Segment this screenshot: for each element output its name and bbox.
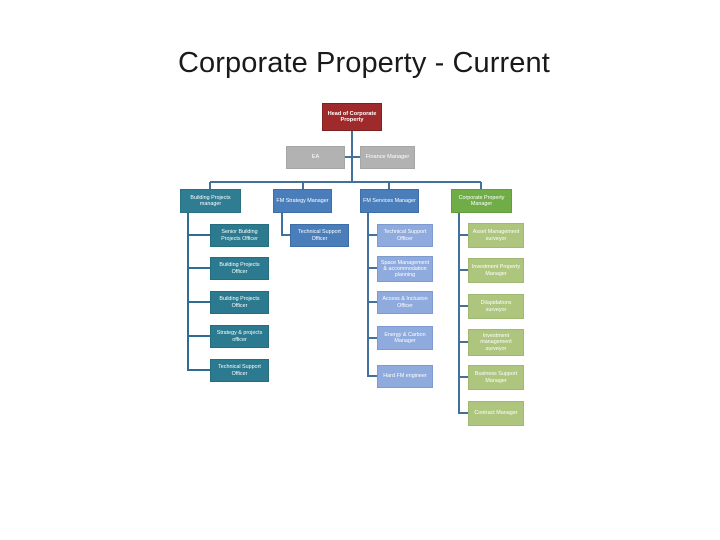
node-ea[interactable]: EA: [286, 146, 345, 169]
node-label: Technical Support Officer: [298, 229, 341, 242]
node-technical-support-officer-fms[interactable]: Technical Support Officer: [290, 224, 349, 247]
node-technical-support-officer-fmsv[interactable]: Technical Support Officer: [377, 224, 433, 247]
node-building-projects-officer-1[interactable]: Building Projects Officer: [210, 257, 269, 280]
node-label: Dilapidations surveyor: [480, 300, 512, 313]
node-contract-manager[interactable]: Contract Manager: [468, 401, 524, 426]
node-hard-fm-engineer[interactable]: Hard FM engineer: [377, 365, 433, 388]
node-label: Building Projects Officer: [219, 262, 260, 275]
node-label: Technical Support Officer: [383, 229, 427, 242]
node-asset-management-surveyor[interactable]: Asset Management surveyor: [468, 223, 524, 248]
node-label: FM Services Manager: [363, 197, 416, 204]
node-label: Business Support Manager: [474, 371, 518, 384]
node-label: Hard FM engineer: [383, 373, 427, 380]
node-label: Head of Corporate Property: [327, 110, 377, 123]
node-fm-services-manager[interactable]: FM Services Manager: [360, 189, 419, 213]
node-label: Technical Support Officer: [218, 364, 261, 377]
node-space-management-accommodation-planning[interactable]: Space Management & accommodation plannin…: [377, 256, 433, 282]
node-finance-manager[interactable]: Finance Manager: [360, 146, 415, 169]
node-energy-and-carbon-manager[interactable]: Energy & Carbon Manager: [377, 326, 433, 350]
node-label: Space Management & accommodation plannin…: [380, 259, 430, 279]
node-label: Senior Building Projects Officer: [221, 229, 258, 242]
node-building-projects-officer-2[interactable]: Building Projects Officer: [210, 291, 269, 314]
node-access-and-inclusion-officer[interactable]: Access & Inclusion Officer: [377, 291, 433, 314]
node-technical-support-officer-bp[interactable]: Technical Support Officer: [210, 359, 269, 382]
node-label: Investment management surveyor: [480, 333, 512, 352]
node-corporate-property-manager[interactable]: Corporate Property Manager: [451, 189, 512, 213]
node-investment-property-manager[interactable]: Investment Property Manager: [468, 258, 524, 283]
node-label: Energy & Carbon Manager: [384, 331, 426, 344]
node-label: Access & Inclusion Officer: [382, 296, 428, 309]
node-label: Building Projects manager: [190, 194, 231, 207]
node-senior-building-projects-officer[interactable]: Senior Building Projects Officer: [210, 224, 269, 247]
node-label: Asset Management surveyor: [472, 229, 520, 242]
node-building-projects-manager[interactable]: Building Projects manager: [180, 189, 241, 213]
page-title: Corporate Property - Current: [178, 47, 550, 79]
node-label: Building Projects Officer: [219, 296, 260, 309]
node-label: Investment Property Manager: [471, 264, 521, 277]
node-label: Corporate Property Manager: [458, 194, 505, 207]
node-label: EA: [311, 154, 320, 161]
node-dilapidations-surveyor[interactable]: Dilapidations surveyor: [468, 294, 524, 319]
node-label: Strategy & projects officer: [216, 330, 263, 343]
node-label: FM Strategy Manager: [276, 197, 329, 204]
node-business-support-manager[interactable]: Business Support Manager: [468, 365, 524, 390]
node-fm-strategy-manager[interactable]: FM Strategy Manager: [273, 189, 332, 213]
node-head-of-corporate-property[interactable]: Head of Corporate Property: [322, 103, 382, 131]
node-label: Contract Manager: [474, 410, 518, 417]
node-label: Finance Manager: [365, 154, 410, 161]
node-investment-management-surveyor[interactable]: Investment management surveyor: [468, 329, 524, 356]
node-strategy-and-projects-officer[interactable]: Strategy & projects officer: [210, 325, 269, 348]
